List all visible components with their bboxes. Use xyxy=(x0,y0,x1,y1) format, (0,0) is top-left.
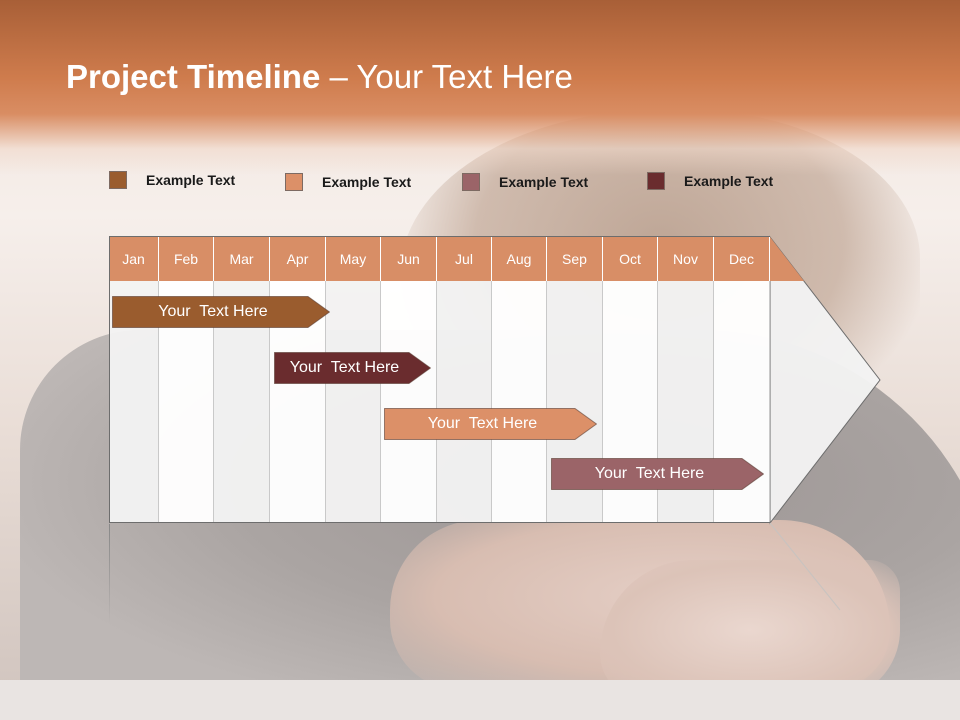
legend-item: Example Text xyxy=(647,171,773,191)
month-header-oct: Oct xyxy=(603,237,658,281)
timeline-reflection xyxy=(109,524,110,624)
month-header-may: May xyxy=(326,237,381,281)
task-bar[interactable]: Your Text Here xyxy=(274,352,431,384)
month-header-mar: Mar xyxy=(214,237,270,281)
task-label: Your Text Here xyxy=(427,415,538,432)
month-header-dec: Dec xyxy=(714,237,770,281)
task-arrow-shape xyxy=(112,296,330,328)
month-header-sep: Sep xyxy=(547,237,603,281)
month-header-apr: Apr xyxy=(270,237,326,281)
month-header-jan: Jan xyxy=(109,237,159,281)
legend-swatch xyxy=(462,173,480,191)
month-header-jul: Jul xyxy=(437,237,492,281)
title-band xyxy=(0,0,960,175)
task-arrow-shape xyxy=(274,352,431,384)
title-bold: Project Timeline xyxy=(66,58,321,95)
task-label: Your Text Here xyxy=(594,465,705,482)
month-header-jun: Jun xyxy=(381,237,437,281)
month-header-aug: Aug xyxy=(492,237,547,281)
legend-label: Example Text xyxy=(146,172,236,188)
legend-swatch xyxy=(285,173,303,191)
month-header-nov: Nov xyxy=(658,237,714,281)
title-rest: – Your Text Here xyxy=(320,58,573,95)
legend-swatch xyxy=(109,171,127,189)
task-label: Your Text Here xyxy=(158,303,268,320)
legend-item: Example Text xyxy=(109,170,235,190)
task-bar[interactable]: Your Text Here xyxy=(384,408,597,440)
task-arrow-shape xyxy=(384,408,597,440)
month-column xyxy=(159,237,214,523)
slide-title[interactable]: Project Timeline – Your Text Here xyxy=(66,58,573,96)
legend-label: Example Text xyxy=(499,174,589,190)
task-bar[interactable]: Your Text Here xyxy=(551,458,764,490)
task-arrow-shape xyxy=(551,458,764,490)
task-label: Your Text Here xyxy=(289,359,400,376)
legend-label: Example Text xyxy=(684,173,774,189)
task-bar[interactable]: Your Text Here xyxy=(112,296,330,328)
legend-item: Example Text xyxy=(462,172,588,192)
legend-item: Example Text xyxy=(285,172,411,192)
month-column xyxy=(214,237,270,523)
month-header-feb: Feb xyxy=(159,237,214,281)
month-column xyxy=(492,237,547,523)
month-column xyxy=(109,237,159,523)
legend-label: Example Text xyxy=(322,174,412,190)
month-column xyxy=(437,237,492,523)
legend-swatch xyxy=(647,172,665,190)
